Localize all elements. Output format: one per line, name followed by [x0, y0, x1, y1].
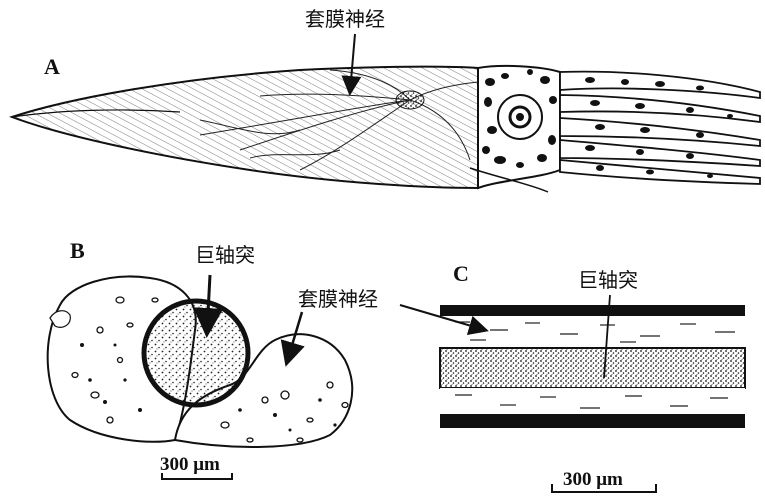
outer-sheath-bottom [440, 414, 745, 428]
panel-b-nerve-label: 套膜神经 [298, 287, 378, 311]
panel-b-letter: B [70, 238, 85, 263]
panel-c-letter: C [453, 261, 469, 286]
panel-c-axon-label: 巨轴突 [578, 268, 638, 292]
panel-a-letter: A [44, 54, 60, 79]
stellate-ganglion [396, 91, 424, 109]
squid-body [12, 66, 760, 192]
panel-b-axon-label: 巨轴突 [195, 243, 255, 267]
panel-b: B 巨轴突 套膜神经 300 μm [48, 238, 378, 479]
nerve-fibers-top [440, 316, 745, 348]
squid-arms [560, 72, 760, 184]
outer-sheath-top [440, 305, 745, 316]
panel-b-scale-label: 300 μm [160, 454, 220, 475]
panel-c: C 巨轴突 300 μm [400, 261, 745, 492]
giant-axon-cross-section [144, 301, 248, 405]
giant-axon-longitudinal [440, 348, 745, 388]
nerve-fibers-bottom [440, 388, 745, 414]
panel-a: A [12, 7, 760, 192]
panel-c-scale-label: 300 μm [563, 469, 623, 490]
panel-a-nerve-label: 套膜神经 [305, 7, 385, 31]
